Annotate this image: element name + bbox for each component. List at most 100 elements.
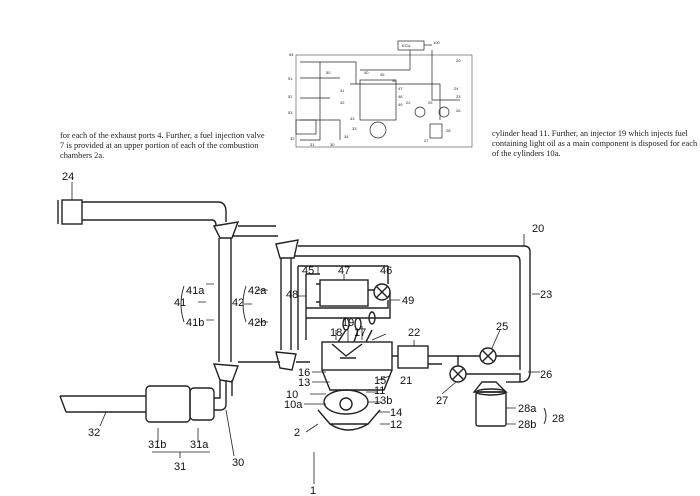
thumb-label: 52 [288,94,293,99]
thumb-label: 47 [398,86,403,91]
thumb-label: 42 [340,100,345,105]
thumb-label: 33 [352,126,357,131]
label-41b: 41b [186,317,204,329]
crank-13b [339,397,353,411]
label-28b: 28b [518,419,536,431]
label-31: 31 [174,461,186,473]
label-23: 23 [540,289,552,301]
turbine-41b [212,363,239,383]
egr-cooler-47 [319,279,369,307]
leader-lines [71,182,540,484]
cylinder-head-11 [321,341,393,371]
thumb-label: 53 [288,110,293,115]
label-10: 10 [286,389,298,401]
injector-19b [368,311,376,325]
thumb-label: 54 [289,52,294,57]
thumb-label: 28 [446,128,451,133]
label-28: 28 [552,413,564,425]
label-46: 46 [380,265,392,277]
label-25: 25 [496,321,508,333]
filter-31b [145,385,191,423]
shaft-42 [280,258,292,350]
injector-17 [354,317,362,331]
thumb-label: 26 [456,108,461,113]
label-16: 16 [298,367,310,379]
thumb-label: 34 [344,134,349,139]
intake-inlet [57,199,227,227]
cylinder-10a [321,369,393,391]
label-22: 22 [408,327,420,339]
pipe-41a-42a [232,225,278,237]
thumb-valve [414,106,426,118]
label-42: 42 [232,297,244,309]
label-27: 27 [436,395,448,407]
injectors-19 [337,329,373,343]
label-42a: 42a [248,285,267,297]
thumb-label: 30 [330,142,335,147]
thumb-label: 25 [428,100,433,105]
label-45: 45 [302,265,314,277]
label-14: 14 [390,407,402,419]
compressor-42a [275,239,299,259]
label-1: 1 [310,485,316,496]
thumb-label: 100 [433,40,440,45]
thumb-label: 51 [288,76,293,81]
bracket-28 [543,407,547,425]
label-15: 15 [374,375,386,387]
label-28a: 28a [518,403,537,415]
thumb-label: 20 [456,58,461,63]
label-31a: 31a [190,439,209,451]
label-11: 11 [374,385,385,397]
thumb-label: 45 [380,72,385,77]
thumb-filter [295,119,317,135]
bracket-42 [242,285,247,323]
injector-18 [342,317,350,331]
egr-system [297,265,391,350]
thumb-label: 24 [454,86,459,91]
part-labels: 24 20 23 41 41a 41b 42 42a 42b 45 47 46 … [62,171,564,496]
thumb-frame [295,54,473,148]
label-32: 32 [88,427,100,439]
turbocharger-41 [212,221,240,383]
thumbnail-diagram: ECU 100 54 51 52 53 50 40 41 42 43 45 46… [288,40,473,148]
thumb-label: 23 [456,94,461,99]
intake-manifold-21 [392,355,458,365]
label-41a: 41a [186,285,205,297]
label-20: 20 [532,223,544,235]
thumb-valve-2 [438,106,450,118]
label-30: 30 [232,457,244,469]
air-cleaner-24 [61,199,83,225]
label-18: 18 [330,327,342,339]
crankcase-14 [317,409,381,425]
thumb-crank [369,121,387,139]
label-17: 17 [354,327,366,339]
label-13: 13 [298,377,310,389]
thumb-label: 22 [406,100,411,105]
label-19: 19 [342,317,354,329]
thumb-tank [429,123,443,139]
thumb-label: 50 [326,70,331,75]
thumb-label: 27 [424,138,429,143]
thumb-label: 43 [350,116,355,121]
thumb-label: 48 [398,94,403,99]
label-12: 12 [390,419,402,431]
label-48: 48 [286,289,298,301]
thumb-label: 40 [364,70,369,75]
label-31b: 31b [148,439,166,451]
label-41: 41 [174,297,186,309]
fuel-system [449,347,521,427]
thumb-label: 46 [392,78,397,83]
label-49: 49 [402,295,414,307]
intake-line-20-outer [519,262,531,383]
label-26: 26 [540,369,552,381]
left-paragraph: for each of the exhaust ports 4. Further… [60,131,265,160]
turbine-42b [275,351,297,371]
right-paragraph: cylinder head 11. Further, an injector 1… [492,129,698,158]
thumb-label: 32 [290,136,295,141]
compressor-41a [212,221,240,239]
thumb-ecu-box [397,40,425,51]
label-47: 47 [338,265,350,277]
label-21: 21 [400,375,412,387]
thumb-label: 49 [398,102,403,107]
